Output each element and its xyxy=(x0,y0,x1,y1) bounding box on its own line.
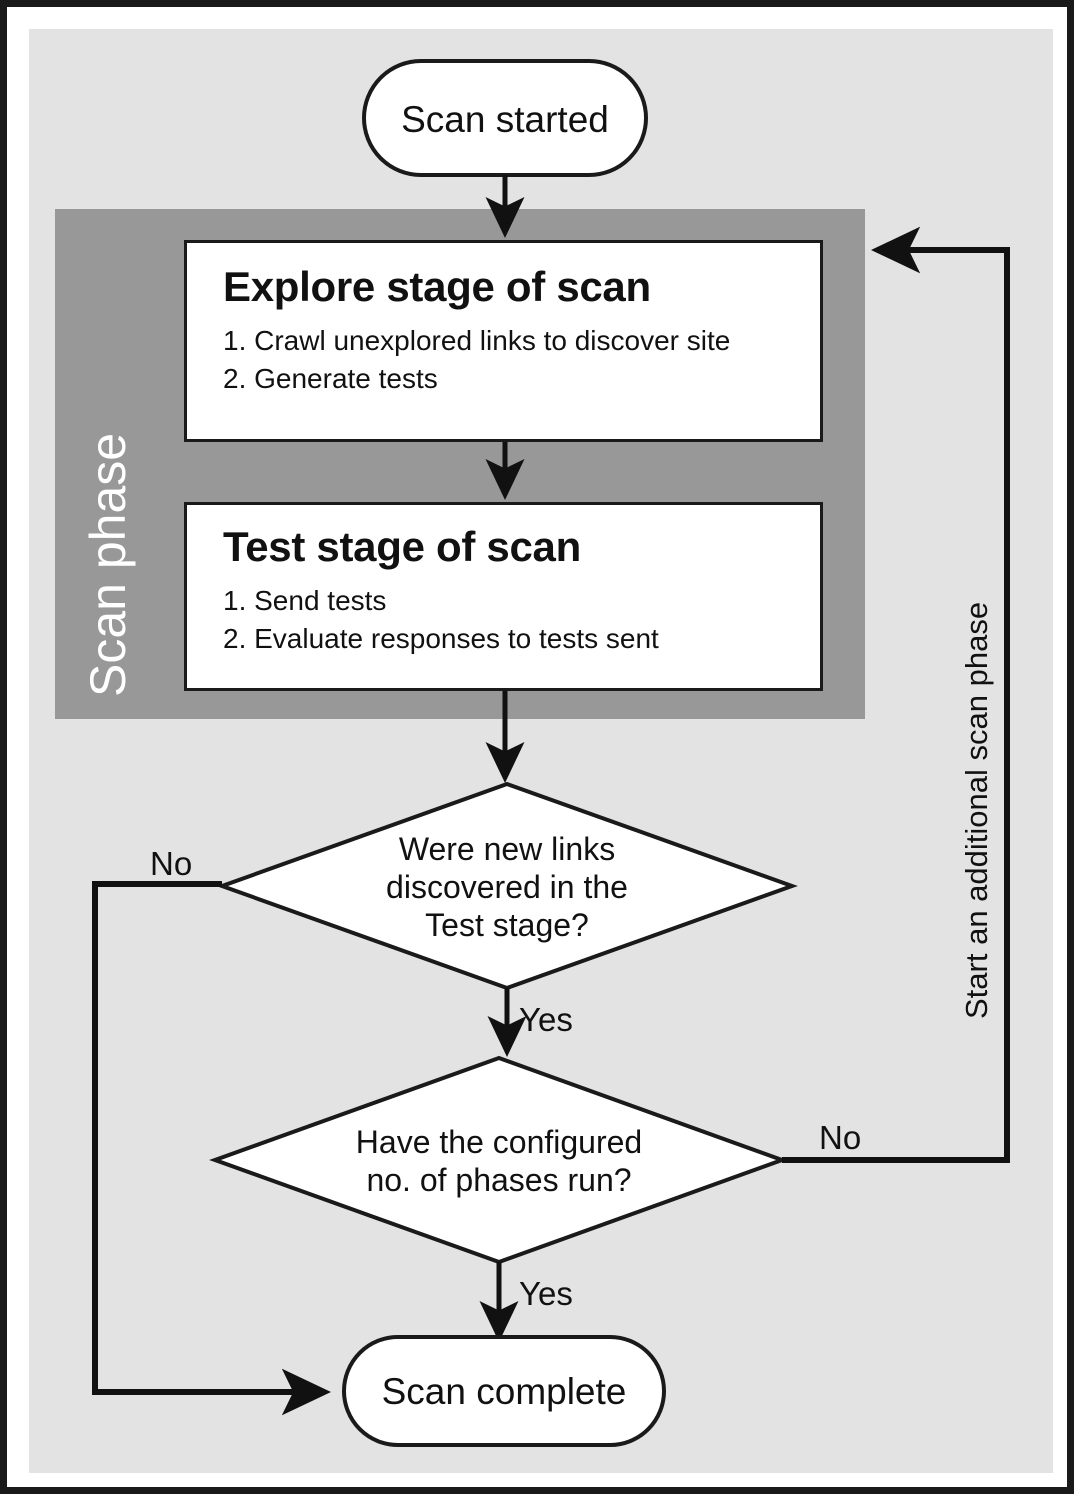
test-stage-step-1: 1. Send tests xyxy=(223,585,387,616)
explore-stage-step-1: 1. Crawl unexplored links to discover si… xyxy=(223,325,731,356)
explore-stage-content: Explore stage of scan 1. Crawl unexplore… xyxy=(223,263,813,395)
explore-stage-title: Explore stage of scan xyxy=(223,263,651,310)
explore-stage-box[interactable] xyxy=(184,240,823,442)
test-stage-title: Test stage of scan xyxy=(223,523,581,570)
test-stage-content: Test stage of scan 1. Send tests 2. Eval… xyxy=(223,523,813,655)
explore-stage-step-2: 2. Generate tests xyxy=(223,363,438,394)
test-stage-step-2: 2. Evaluate responses to tests sent xyxy=(223,623,659,654)
